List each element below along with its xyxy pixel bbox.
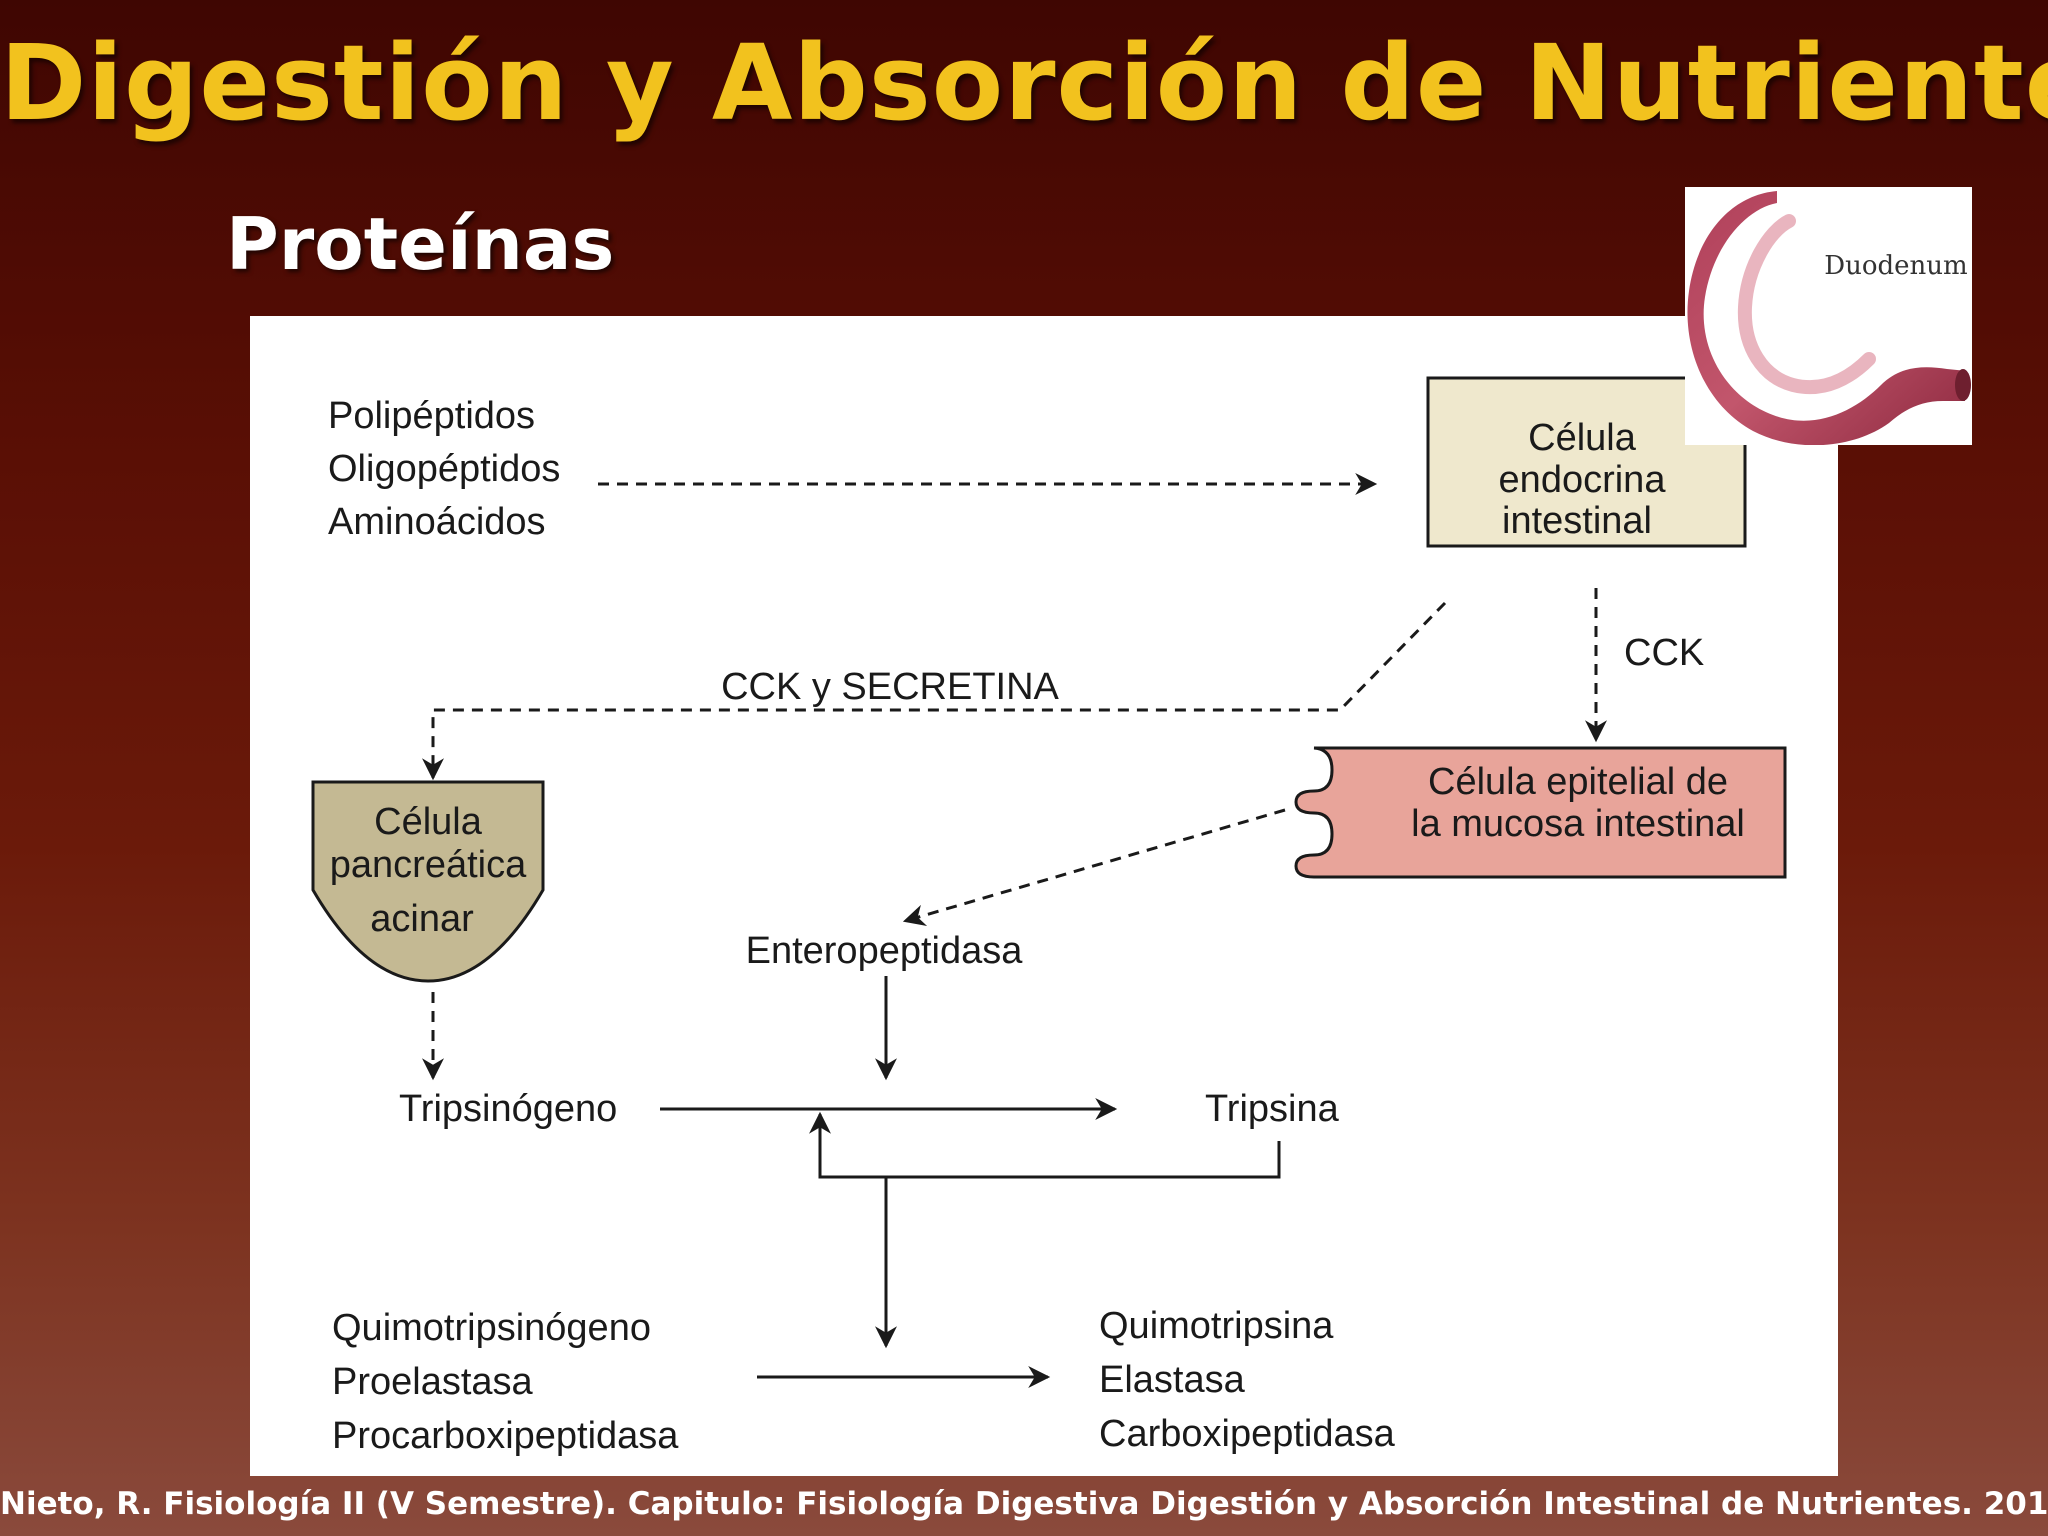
epithelial-cell-label: Célula epitelial de: [1428, 761, 1728, 803]
epithelial-cell-box: [1294, 746, 1787, 879]
endocrine-cell-box: [1426, 376, 1747, 548]
zymogen-label: Procarboxipeptidasa: [332, 1415, 679, 1457]
endocrine-cell-label: intestinal: [1502, 500, 1652, 542]
diagram-panel: Polipéptidos Oligopéptidos Aminoácidos C…: [250, 316, 1838, 1476]
input-label: Aminoácidos: [328, 501, 546, 543]
dashed-arrow-epithelial-to-enteropeptidasa: [902, 808, 1286, 927]
endocrine-cell-label: Célula: [1528, 417, 1637, 459]
citation-footer: Nieto, R. Fisiología II (V Semestre). Ca…: [0, 1486, 2048, 1522]
enzyme-label: Carboxipeptidasa: [1099, 1413, 1396, 1455]
enteropeptidasa-label: Enteropeptidasa: [746, 930, 1024, 972]
duodenum-image: Duodenum: [1687, 191, 1971, 446]
duodenum-inner-curve: [1737, 214, 1876, 395]
epithelial-cell-label: la mucosa intestinal: [1411, 803, 1745, 845]
tripsinogeno-label: Tripsinógeno: [399, 1088, 617, 1130]
acinar-cell-label: acinar: [370, 898, 474, 940]
cck-secretina-label: CCK y SECRETINA: [721, 666, 1059, 708]
duodenum-label: Duodenum: [1824, 251, 1967, 281]
input-label: Oligopéptidos: [328, 448, 560, 490]
input-label: Polipéptidos: [328, 395, 535, 437]
duodenum-inset: Duodenum: [1685, 187, 1972, 446]
zymogen-label: Proelastasa: [332, 1361, 534, 1403]
tripsina-label: Tripsina: [1205, 1088, 1340, 1130]
acinar-cell-label: Célula: [374, 801, 483, 843]
protein-digestion-diagram: Polipéptidos Oligopéptidos Aminoácidos C…: [311, 376, 1787, 1457]
endocrine-cell-label: endocrina: [1499, 459, 1667, 501]
dashed-path-cck-secretina: [422, 601, 1447, 781]
duodenum-opening: [1955, 369, 1971, 401]
enzyme-label: Elastasa: [1099, 1359, 1246, 1401]
duodenum-shape: [1687, 191, 1967, 446]
slide-subtitle: Proteínas: [226, 202, 615, 286]
cck-label: CCK: [1624, 632, 1704, 674]
enzyme-label: Quimotripsina: [1099, 1305, 1334, 1347]
slide-title: Digestión y Absorción de Nutrientes: [0, 22, 2048, 144]
acinar-cell-shape: [311, 780, 545, 983]
zymogen-label: Quimotripsinógeno: [332, 1307, 651, 1349]
feedback-loop-tripsina: [809, 1111, 1281, 1179]
acinar-cell-label: pancreática: [330, 844, 527, 886]
